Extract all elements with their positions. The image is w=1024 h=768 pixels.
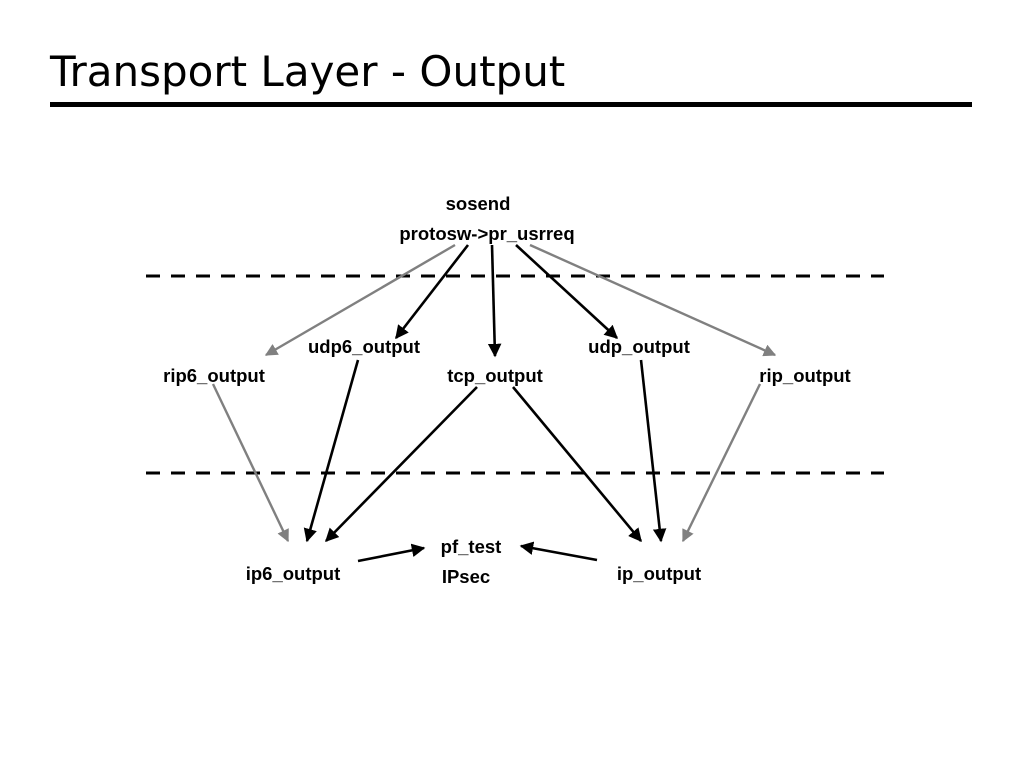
edge-sosend-to-rip-output	[529, 243, 777, 357]
edge-tcp-output-to-ip6-output	[325, 386, 478, 542]
node-pf-test-line1: pf_test	[441, 536, 502, 557]
edge-udp6-output-to-ip6-output	[303, 359, 360, 543]
edge-rip6-output-to-ip6-output	[211, 383, 290, 543]
title-underline-rule	[50, 101, 972, 107]
title-block: Transport Layer - Output	[50, 48, 972, 107]
node-sosend-line2: protosw->pr_usrreq	[399, 223, 574, 244]
edge-sosend-to-udp6-output	[394, 244, 470, 340]
edge-ip-output-to-pf-test	[519, 541, 598, 562]
node-rip6-output: rip6_output	[163, 365, 265, 386]
node-udp6-output: udp6_output	[308, 336, 420, 357]
node-tcp-output: tcp_output	[447, 365, 543, 386]
edge-rip-output-to-ip-output	[681, 383, 762, 543]
edge-udp-output-to-ip-output	[639, 359, 667, 543]
node-udp-output: udp_output	[588, 336, 690, 357]
edge-ip6-output-to-pf-test	[357, 543, 426, 563]
page-title: Transport Layer - Output	[50, 47, 566, 96]
edge-tcp-output-to-ip-output	[512, 386, 642, 543]
node-ip6-output: ip6_output	[246, 563, 341, 584]
transport-layer-output-diagram: sosend protosw->pr_usrreq rip6_output ud…	[0, 150, 1024, 650]
node-ip-output: ip_output	[617, 563, 701, 584]
node-sosend-line1: sosend	[446, 193, 511, 214]
edge-sosend-to-tcp-output	[487, 244, 502, 358]
node-rip-output: rip_output	[759, 365, 850, 386]
edge-sosend-to-rip6-output	[264, 243, 456, 357]
diagram-svg: sosend protosw->pr_usrreq rip6_output ud…	[146, 193, 884, 587]
edge-sosend-to-udp-output	[515, 244, 618, 339]
node-pf-test-line2: IPsec	[442, 566, 490, 587]
